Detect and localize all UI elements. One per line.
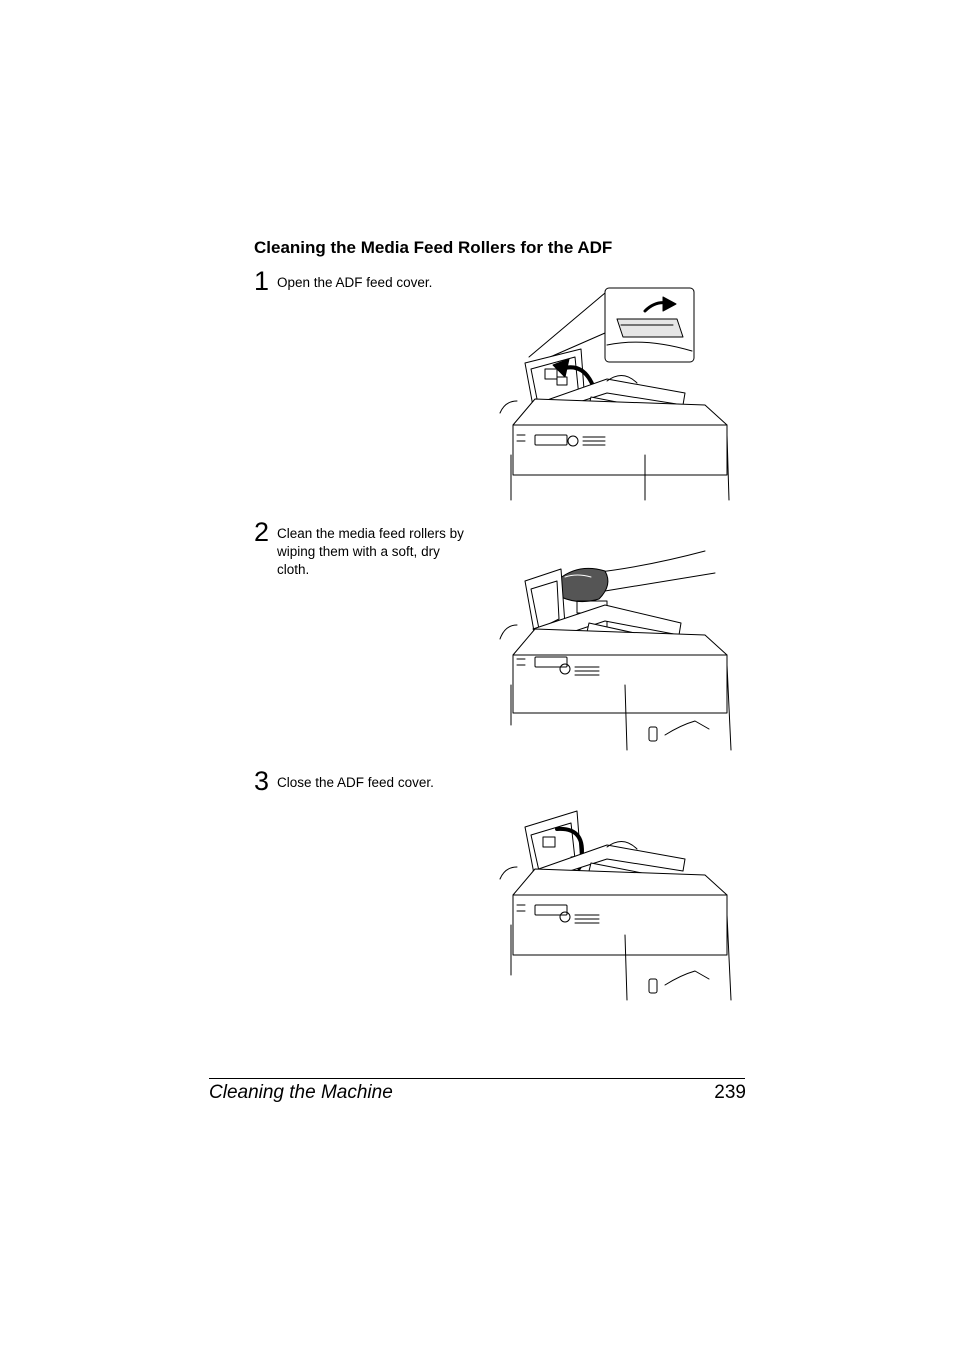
printer-adf-close-cover-illustration <box>495 805 740 1005</box>
section-title: Cleaning the Media Feed Rollers for the … <box>254 238 613 257</box>
footer-page-number: 239 <box>714 1082 746 1103</box>
step-3-number: 3 <box>254 766 270 796</box>
printer-adf-open-cover-illustration <box>495 285 740 505</box>
step-2-text: Clean the media feed rollers by wiping t… <box>277 525 464 579</box>
footer-chapter-title: Cleaning the Machine <box>209 1082 393 1103</box>
step-1-text: Open the ADF feed cover. <box>277 275 433 290</box>
step-3-text: Close the ADF feed cover. <box>277 775 434 790</box>
printer-adf-wipe-rollers-illustration <box>495 545 740 755</box>
footer-divider <box>209 1078 745 1079</box>
step-2-text-line: Clean the media feed rollers by <box>277 526 464 541</box>
step-2-text-line: wiping them with a soft, dry <box>277 544 440 559</box>
step-2-number: 2 <box>254 517 270 547</box>
step-2-text-line: cloth. <box>277 562 310 577</box>
step-1-number: 1 <box>254 266 270 296</box>
